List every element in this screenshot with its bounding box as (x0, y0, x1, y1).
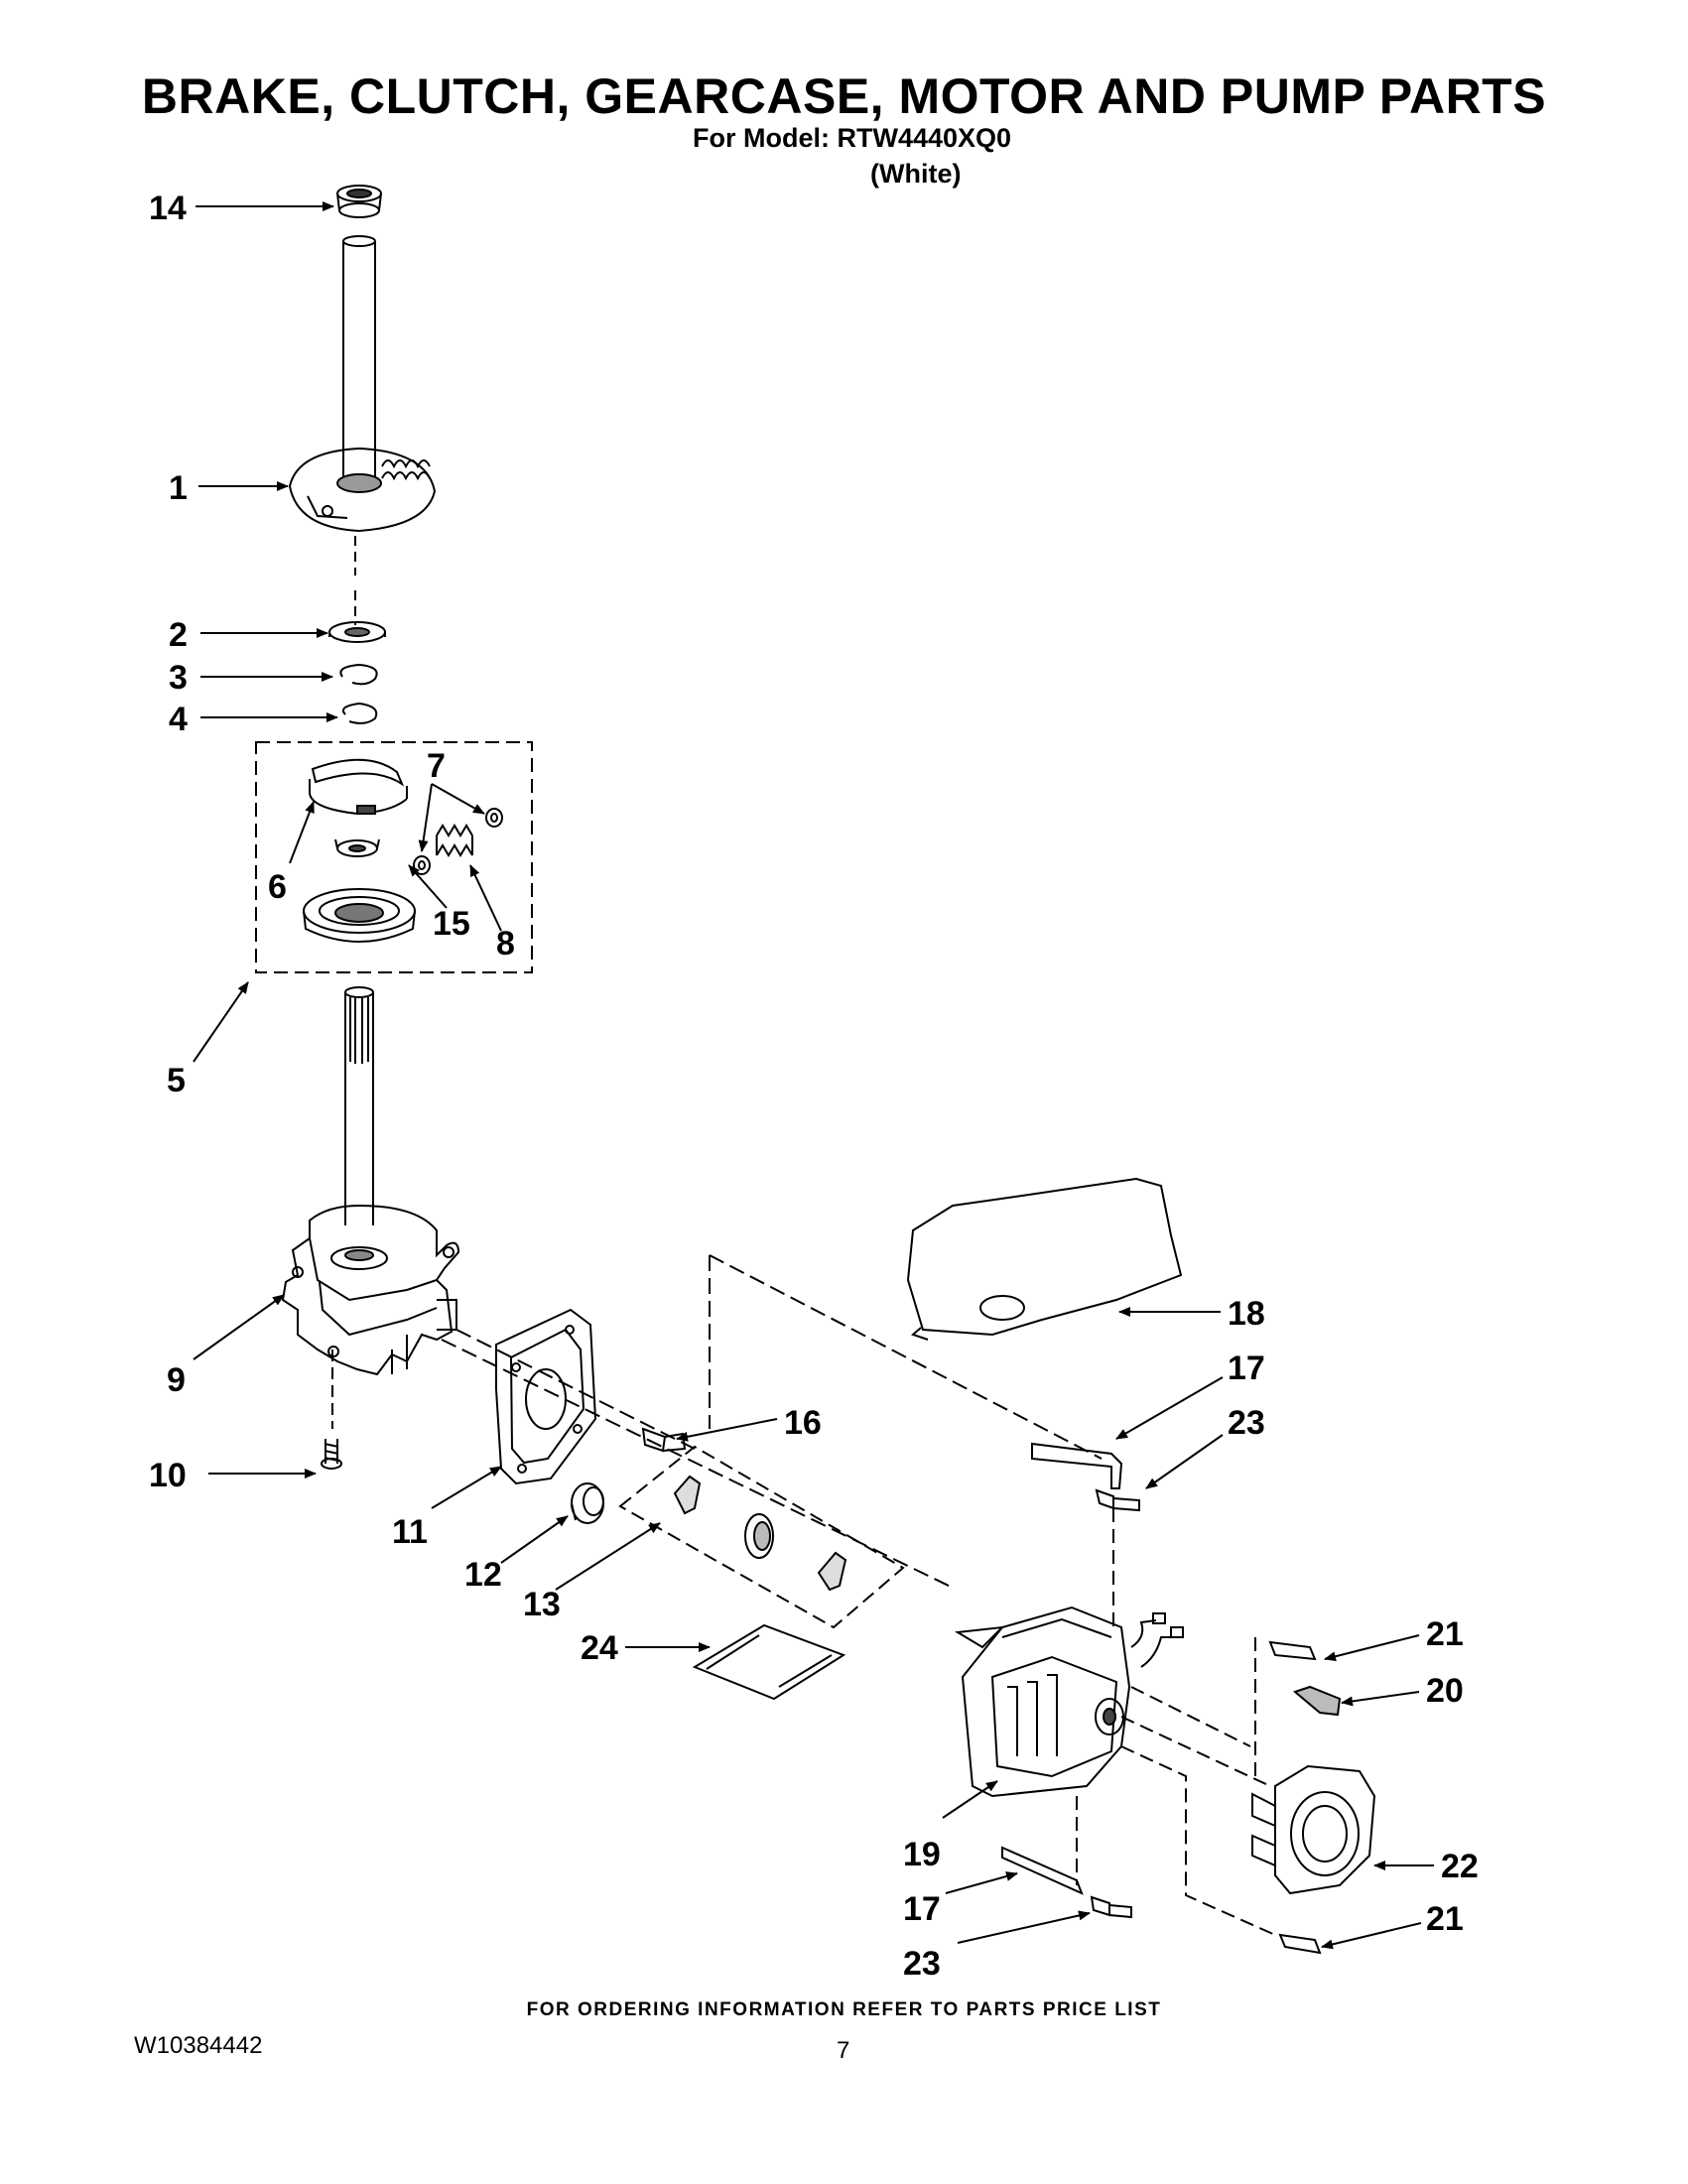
page-title: BRAKE, CLUTCH, GEARCASE, MOTOR AND PUMP … (141, 68, 1547, 124)
part-22-pump (1251, 1764, 1376, 1895)
callout-7: 7 (427, 747, 446, 785)
callout-24: 24 (581, 1629, 618, 1667)
callout-23: 23 (1228, 1404, 1265, 1442)
callout-1: 1 (169, 469, 188, 507)
part-14-seal (336, 185, 382, 218)
callout-21-lower: 21 (1426, 1900, 1464, 1938)
part-12-bumper (571, 1482, 604, 1524)
document-number: W10384442 (134, 2032, 263, 2059)
part-13-coupler-parts (673, 1475, 847, 1592)
callout-18: 18 (1228, 1295, 1265, 1333)
part-20-clip (1292, 1685, 1342, 1717)
callout-22: 22 (1441, 1848, 1479, 1885)
part-4-retaining-ring (341, 702, 378, 724)
callout-2: 2 (169, 616, 188, 654)
page-number: 7 (837, 2037, 850, 2064)
part-1-brake-assembly (288, 235, 437, 533)
part-23-screw-upper (1095, 1488, 1140, 1512)
callout-17-lower: 17 (903, 1890, 941, 1928)
callout-17: 17 (1228, 1349, 1265, 1387)
part-9-gearcase (281, 1204, 460, 1376)
part-19-motor (954, 1606, 1184, 1798)
callout-12: 12 (464, 1556, 502, 1594)
callout-9: 9 (167, 1361, 186, 1399)
part-3-retaining-ring (339, 663, 378, 686)
callout-23-lower: 23 (903, 1945, 941, 1983)
callout-19: 19 (903, 1836, 941, 1873)
part-21-clip-upper (1268, 1640, 1317, 1661)
part-6-clutch-band (309, 758, 408, 816)
part-23-screw-lower (1090, 1895, 1132, 1919)
callout-10: 10 (149, 1457, 187, 1494)
model-line: For Model: RTW4440XQ0 (693, 123, 1012, 153)
color-line: (White) (870, 159, 962, 189)
callout-16: 16 (784, 1404, 822, 1442)
part-15-yoke (334, 838, 380, 857)
callout-6: 6 (268, 868, 287, 906)
callout-13: 13 (523, 1586, 561, 1623)
part-17-bracket-lower (1001, 1846, 1084, 1895)
part-21-clip-lower (1278, 1933, 1322, 1955)
part-5-clutch-kit-box (255, 741, 533, 973)
callout-5: 5 (167, 1062, 186, 1099)
part-17-bracket-upper (1031, 1442, 1123, 1489)
callout-21-upper: 21 (1426, 1615, 1464, 1653)
clutch-drum (303, 888, 416, 943)
callout-14: 14 (149, 190, 187, 227)
callout-4: 4 (169, 701, 188, 738)
part-11-adapter-plate (495, 1308, 597, 1485)
callout-11: 11 (392, 1513, 428, 1551)
part-18-shield (906, 1177, 1183, 1341)
callout-3: 3 (169, 659, 188, 697)
callout-20: 20 (1426, 1672, 1464, 1710)
callout-15: 15 (433, 905, 470, 943)
part-10-screw (321, 1439, 342, 1470)
part-24-pad (692, 1623, 846, 1701)
part-8-spring (436, 824, 473, 857)
callout-8: 8 (496, 925, 515, 963)
part-2-washer (328, 621, 386, 643)
part-13-coupler-kit-box (618, 1445, 905, 1629)
splined-shaft (344, 986, 374, 1225)
ordering-note: FOR ORDERING INFORMATION REFER TO PARTS … (526, 1999, 1162, 2020)
